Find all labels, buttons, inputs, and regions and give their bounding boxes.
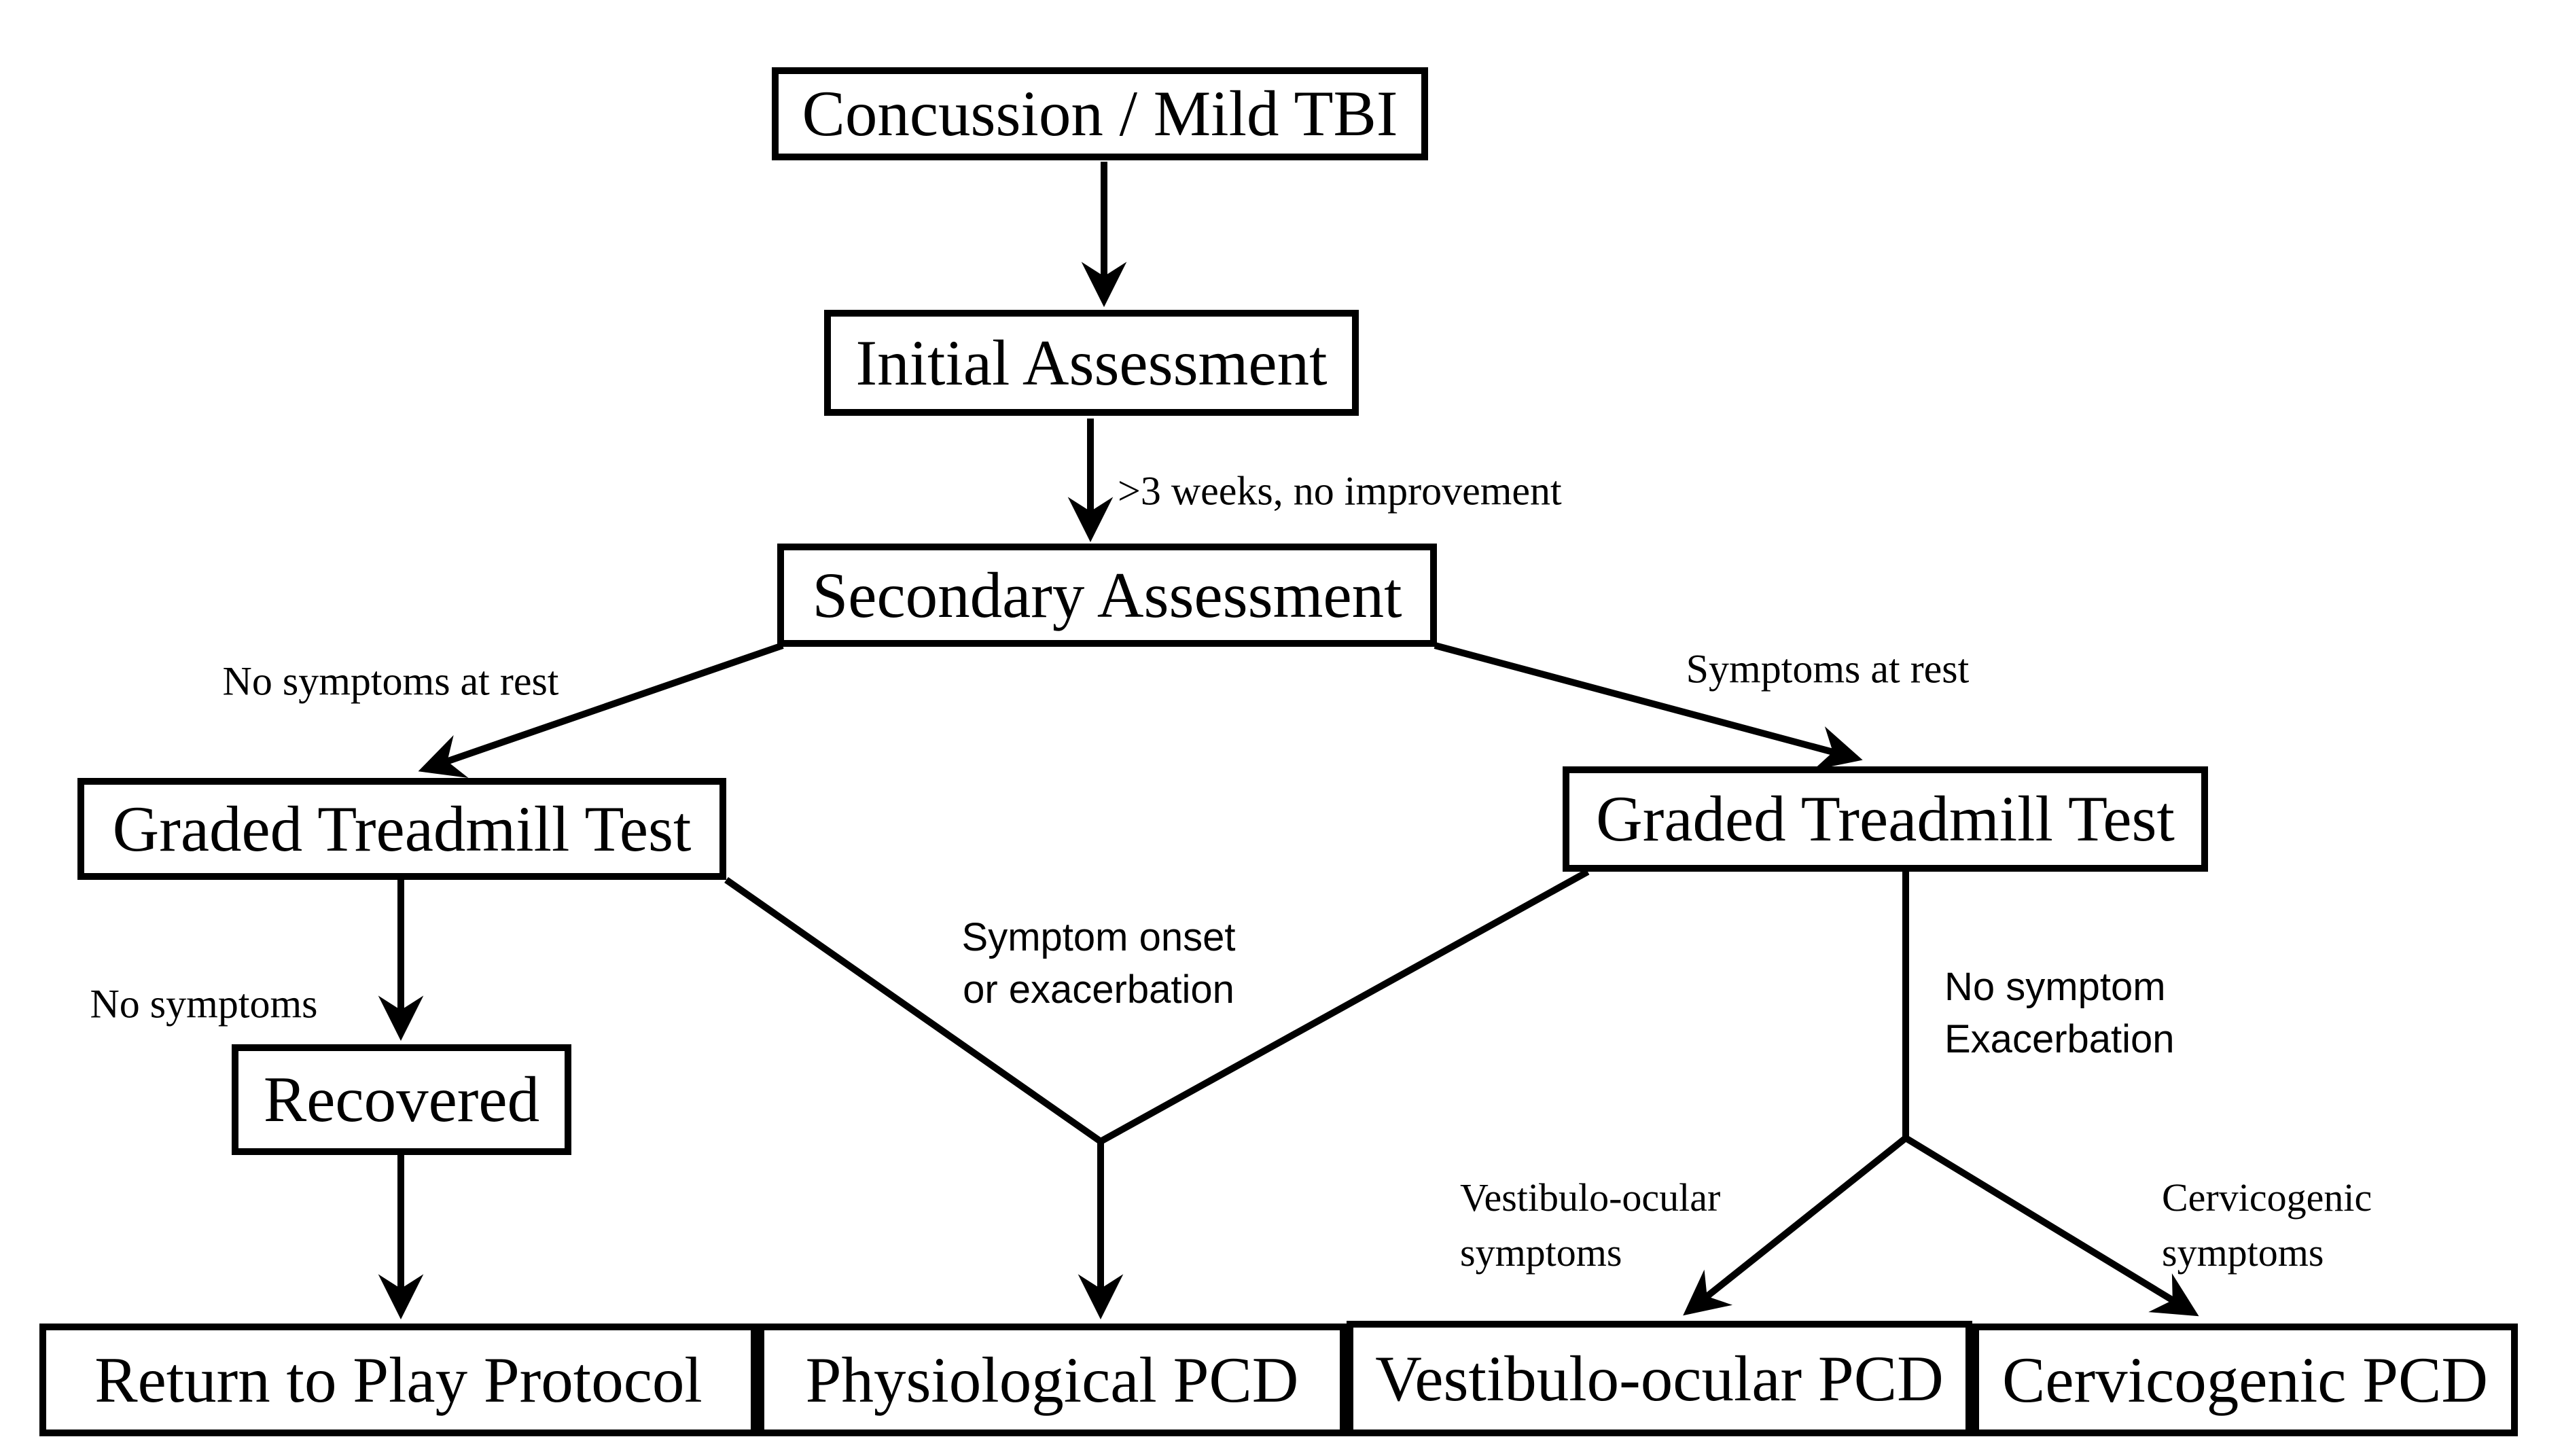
edge-label-no-symptoms-at-rest: No symptoms at rest bbox=[222, 658, 559, 704]
connector-left-treadmill-to-merge bbox=[724, 876, 1103, 1145]
connector-split-to-cervicogenic bbox=[1904, 1135, 2199, 1317]
node-vestibulo-ocular-pcd: Vestibulo-ocular PCD bbox=[1347, 1321, 1972, 1436]
connector-secondary-to-left-treadmill bbox=[418, 642, 784, 779]
edge-label-symptom-onset: Symptom onset or exacerbation bbox=[961, 915, 1236, 1012]
node-concussion: Concussion / Mild TBI bbox=[772, 67, 1428, 160]
connector-split-to-vestibulo bbox=[1683, 1135, 1908, 1316]
node-graded-treadmill-right: Graded Treadmill Test bbox=[1563, 766, 2208, 872]
edge-label-cervicogenic-symptoms: Cervicogenic symptoms bbox=[2162, 1175, 2372, 1275]
edge-label-no-symptom-exacerbation: No symptom Exacerbation bbox=[1944, 965, 2175, 1061]
node-recovered: Recovered bbox=[232, 1044, 571, 1155]
node-cervicogenic-pcd: Cervicogenic PCD bbox=[1972, 1324, 2518, 1436]
edge-label-three-weeks: >3 weeks, no improvement bbox=[1118, 468, 1562, 514]
node-graded-treadmill-left: Graded Treadmill Test bbox=[77, 778, 726, 880]
edge-label-no-symptoms: No symptoms bbox=[90, 981, 318, 1027]
connector-secondary-to-right-treadmill bbox=[1434, 642, 1863, 770]
node-initial-assessment: Initial Assessment bbox=[824, 310, 1359, 416]
node-secondary-assessment: Secondary Assessment bbox=[777, 544, 1437, 647]
node-return-to-play: Return to Play Protocol bbox=[39, 1324, 758, 1436]
node-physiological-pcd: Physiological PCD bbox=[758, 1324, 1347, 1436]
edge-label-symptoms-at-rest: Symptoms at rest bbox=[1686, 646, 1970, 692]
connector-right-treadmill-to-merge bbox=[1099, 868, 1590, 1145]
edge-label-vestibulo-ocular-symptoms: Vestibulo-ocular symptoms bbox=[1460, 1175, 1721, 1275]
